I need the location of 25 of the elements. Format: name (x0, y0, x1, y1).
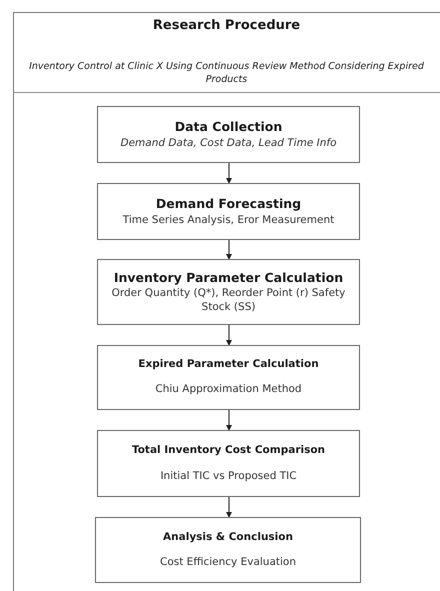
process-box (97, 345, 360, 410)
step-description: Demand Data, Cost Data, Lead Time Info (120, 136, 336, 150)
arrow (226, 496, 232, 518)
process-box (97, 183, 360, 240)
step-heading: Data Collection (174, 119, 282, 136)
step-heading: Expired Parameter Calculation (138, 358, 319, 372)
step-description: Chiu Approximation Method (155, 382, 302, 397)
process-box (97, 259, 360, 325)
step-heading: Demand Forecasting (156, 196, 302, 213)
step-heading: Total Inventory Cost Comparison (132, 444, 326, 458)
process-box (97, 106, 360, 163)
step-description: Cost Efficiency Evaluation (160, 555, 296, 570)
step-description: Initial TIC vs Proposed TIC (160, 468, 297, 483)
process-box (95, 517, 361, 583)
arrow (226, 162, 232, 184)
arrow (226, 410, 232, 431)
arrow (226, 240, 232, 260)
arrow (226, 324, 232, 346)
step-description: Time Series Analysis, Eror Measurement (122, 212, 334, 227)
step-heading: Analysis & Conclusion (163, 530, 293, 544)
process-box (97, 430, 360, 497)
step-description: Order Quantity (Q*), Reorder Point (r) Safety Stock (SS) (110, 286, 346, 314)
diagram-subtitle: Inventory Control at Clinic X Using Continuous Review Method Considering Expired Products (28, 60, 425, 86)
diagram-title: Research Procedure (152, 18, 302, 33)
step-heading: Inventory Parameter Calculation (114, 270, 344, 286)
